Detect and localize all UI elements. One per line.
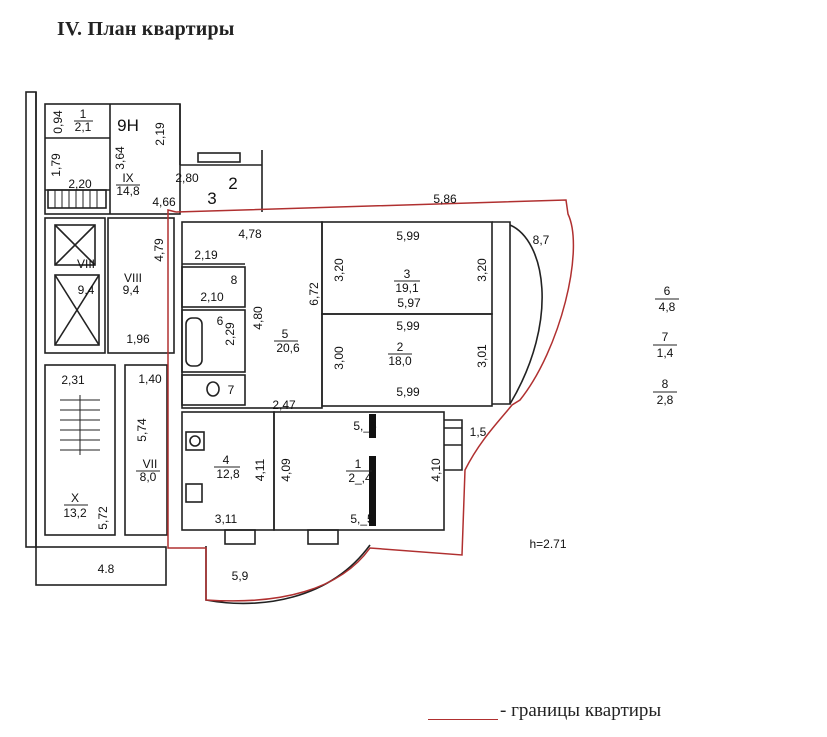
side-7-num: 7 (662, 330, 669, 344)
side-6-num: 6 (664, 284, 671, 298)
side-8-area: 2,8 (657, 393, 674, 407)
dim-2-31: 2,31 (61, 373, 85, 387)
dim-2-19-b: 2,19 (194, 248, 218, 262)
dim-5-76: 5,_6 (353, 419, 377, 433)
room-viii-area: 9,4 (78, 283, 95, 297)
room-4-area: 12,8 (216, 467, 240, 481)
room-5-area: 20,6 (276, 341, 300, 355)
room-7-num: 7 (228, 383, 235, 397)
dim-1-79: 1,79 (49, 153, 63, 177)
dim-3-20-a: 3,20 (332, 258, 346, 282)
dim-4-10: 4,10 (429, 458, 443, 482)
page-title: IV. План квартиры (57, 18, 235, 40)
dim-2-10: 2,10 (200, 290, 224, 304)
room-6-num: 6 (217, 314, 224, 328)
room-9h-label: 9Н (117, 116, 139, 135)
side-7-area: 1,4 (657, 346, 674, 360)
dim-4-09: 4,09 (279, 458, 293, 482)
dim-4-11: 4,11 (253, 458, 267, 481)
room-ix-num: IX (122, 171, 133, 185)
dim-4-80: 4,80 (251, 306, 265, 330)
dim-2-20: 2,20 (68, 177, 92, 191)
ceiling-height: h=2.71 (529, 537, 566, 551)
room-x-num: X (71, 491, 79, 505)
dim-5-86: 5,86 (433, 192, 457, 206)
dim-1-40: 1,40 (138, 372, 162, 386)
room-3-area: 19,1 (395, 281, 419, 295)
dim-5-72: 5,72 (96, 506, 110, 530)
dim-3-00: 3,00 (332, 346, 346, 370)
dim-3-11: 3,11 (215, 512, 238, 526)
room-1-main-num: 1 (355, 457, 362, 471)
dim-5-99-c: 5,99 (396, 385, 420, 399)
dim-5-9: 5,9 (232, 569, 249, 583)
room-1-main-area: 2_,4 (348, 471, 372, 485)
labels: 1 2,1 0,94 9Н 3,64 2,19 1,79 2,20 IX 14,… (49, 107, 567, 583)
room-viii-area-copy: 9,4 (123, 283, 140, 297)
window-hatch (54, 190, 100, 455)
room-1-num: 1 (80, 107, 87, 121)
dim-5-97: 5,97 (397, 296, 421, 310)
room-1-area: 2,1 (75, 120, 92, 134)
room-3-num: 3 (404, 267, 411, 281)
marker-bar-bottom (369, 456, 376, 526)
dim-5-99-b: 5,99 (396, 319, 420, 333)
dim-8-7: 8,7 (533, 233, 550, 247)
dim-1-5: 1,5 (470, 425, 487, 439)
dim-4-79: 4,79 (152, 238, 166, 262)
dim-4-8: 4.8 (98, 562, 115, 576)
dim-4-66: 4,66 (152, 195, 176, 209)
dim-2-29: 2,29 (223, 322, 237, 346)
dim-5-99-a: 5,99 (396, 229, 420, 243)
apartment-boundary (167, 199, 575, 602)
room-2-area: 18,0 (388, 354, 412, 368)
room-x-area: 13,2 (63, 506, 87, 520)
room-2-num: 2 (397, 340, 404, 354)
fraction-bars (64, 120, 420, 506)
stair-3-label: 3 (207, 189, 216, 208)
room-viii-num: VIII (77, 257, 95, 271)
dim-2-19-a: 2,19 (153, 122, 167, 146)
marker-bar-top (369, 414, 376, 438)
side-area-table: 6 4,8 7 1,4 8 2,8 (653, 284, 679, 407)
walls (25, 91, 543, 605)
legend-line (428, 719, 498, 720)
room-8-num: 8 (231, 273, 238, 287)
legend-text: - границы квартиры (500, 700, 662, 721)
room-viii-num-copy: VIII (124, 271, 142, 285)
room-ix-area: 14,8 (116, 184, 140, 198)
side-6-area: 4,8 (659, 300, 676, 314)
dim-3-64: 3,64 (113, 146, 127, 170)
dim-4-78: 4,78 (238, 227, 262, 241)
dim-2-47: 2,47 (272, 398, 296, 412)
dim-5-74: 5,74 (135, 418, 149, 442)
dim-0-94: 0,94 (51, 110, 65, 134)
stair-2-label: 2 (228, 174, 237, 193)
dim-3-20-b: 3,20 (475, 258, 489, 282)
room-5-num: 5 (282, 327, 289, 341)
dim-2-80: 2,80 (175, 171, 199, 185)
dim-6-72: 6,72 (307, 282, 321, 306)
dim-3-01: 3,01 (475, 344, 489, 368)
dim-1-96: 1,96 (126, 332, 150, 346)
room-vii-num: VII (143, 457, 158, 471)
side-8-num: 8 (662, 377, 669, 391)
dim-5-75: 5,_5 (350, 512, 374, 526)
room-vii-area: 8,0 (140, 470, 157, 484)
room-4-num: 4 (223, 453, 230, 467)
